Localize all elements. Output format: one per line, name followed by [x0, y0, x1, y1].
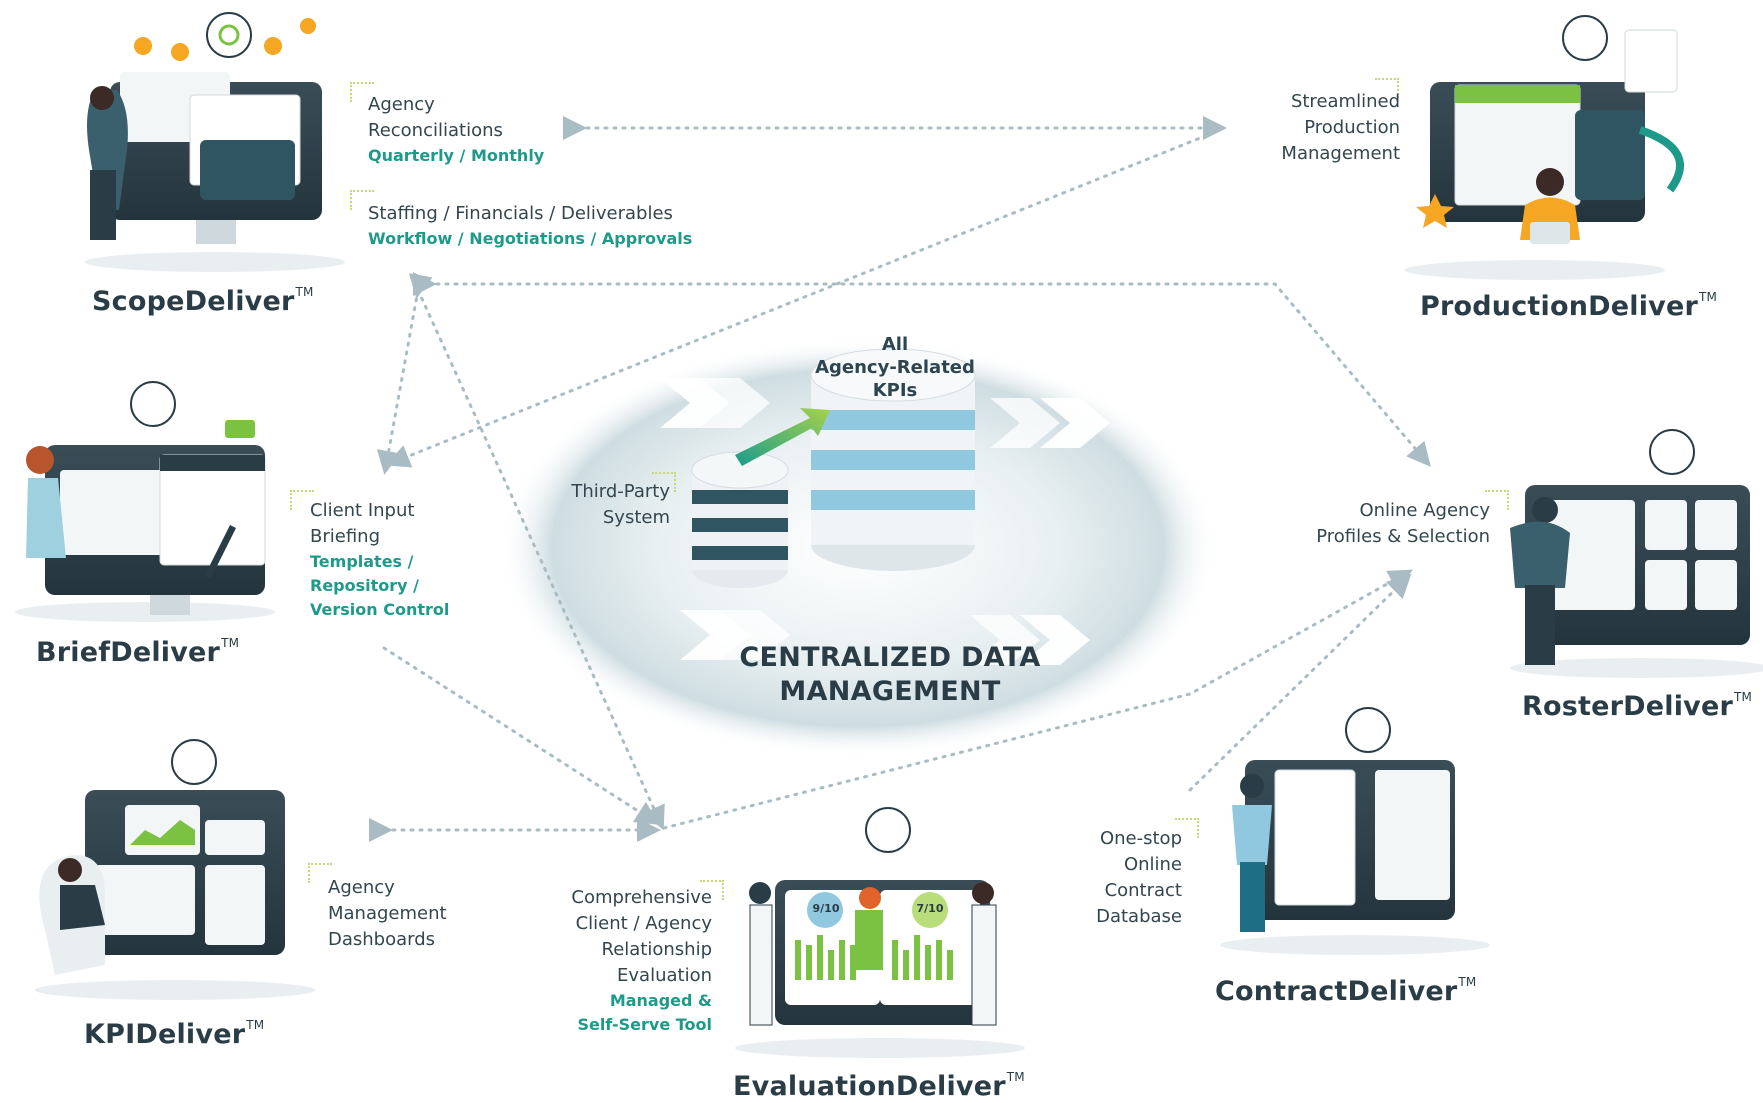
relationship-evaluation: Comprehensive Client / Agency Relationsh…: [571, 887, 712, 1034]
score-left: 9/10: [812, 902, 840, 915]
kpi-database: [810, 348, 976, 571]
product-roster: RosterDeliverTM: [1522, 690, 1753, 722]
connectors: [369, 116, 1431, 842]
evaluation-illustration: [735, 807, 1025, 1058]
contract-illustration: [1220, 707, 1490, 955]
product-scope: ScopeDeliverTM: [92, 285, 314, 317]
third-party-database: [691, 451, 789, 588]
production-management: Streamlined Production Management: [1281, 91, 1400, 164]
score-right: 7/10: [916, 902, 944, 915]
product-contract: ContractDeliverTM: [1215, 975, 1477, 1007]
kpi-illustration: [35, 739, 315, 1000]
brief-illustration: [15, 381, 275, 622]
kpi-database-label: All Agency-Related KPIs: [815, 334, 975, 401]
staffing-financials: Staffing / Financials / Deliverables Wor…: [368, 203, 693, 248]
sync-arrow: [735, 408, 830, 466]
scope-illustration: [85, 12, 345, 272]
product-brief: BriefDeliverTM: [36, 636, 240, 668]
agency-dashboards: Agency Management Dashboards: [328, 877, 447, 950]
client-input-briefing: Client Input Briefing Templates / Reposi…: [310, 500, 450, 619]
product-kpi: KPIDeliverTM: [84, 1018, 265, 1050]
third-party-label: Third-Party System: [571, 481, 670, 528]
agency-reconciliations: Agency Reconciliations Quarterly / Month…: [368, 94, 545, 165]
center-title: CENTRALIZED DATA MANAGEMENT: [739, 642, 1041, 707]
production-illustration: [1405, 15, 1684, 280]
online-agency-profiles: Online Agency Profiles & Selection: [1316, 500, 1490, 547]
product-evaluation: EvaluationDeliverTM: [733, 1070, 1025, 1102]
product-production: ProductionDeliverTM: [1420, 290, 1718, 322]
roster-illustration: [1510, 429, 1763, 678]
contract-database: One-stop Online Contract Database: [1096, 828, 1182, 927]
